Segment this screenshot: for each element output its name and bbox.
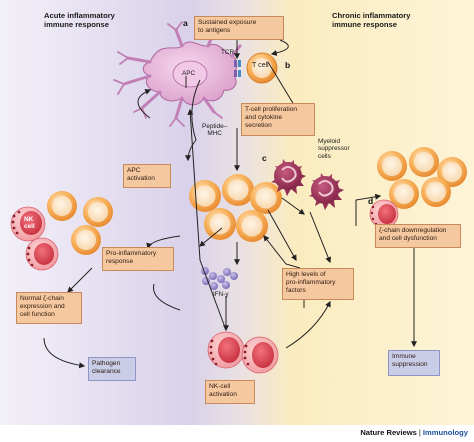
box-high-levels-factors: High levels of pro-inflammatory factors — [282, 268, 354, 300]
label-tcr: TCR — [221, 49, 235, 56]
box-t-cell-proliferation: T-cell proliferation and cytokine secret… — [241, 103, 315, 136]
box-pro-inflammatory-response: Pro-inflammatory response — [102, 247, 174, 271]
box-apc-activation: APC activation — [123, 164, 171, 188]
box-zeta-chain-downregulation: ζ-chain downregulation and cell dysfunct… — [375, 224, 461, 248]
t-cell-cluster-center — [189, 174, 282, 242]
panel-letter-b: b — [285, 60, 291, 70]
journal-name: Nature Reviews — [360, 428, 417, 437]
acute-response-header: Acute inflammatory immune response — [44, 11, 115, 29]
nk-cells-bottom — [207, 331, 279, 374]
box-pathogen-clearance: Pathogen clearance — [88, 357, 136, 381]
box-t-cell: T cell — [252, 62, 269, 69]
nk-cell-right — [369, 199, 399, 229]
journal-credit: Nature Reviews|Immunology — [360, 428, 468, 437]
label-ifn-gamma: IFN-γ — [213, 291, 229, 298]
journal-section: Immunology — [422, 428, 468, 437]
t-cell-top — [246, 52, 278, 84]
journal-separator: | — [418, 428, 421, 437]
label-apc: APC — [182, 70, 196, 77]
box-sustained-exposure: Sustained exposure to antigens — [194, 16, 284, 40]
footer-strip — [0, 425, 474, 442]
nk-cells-left — [10, 206, 59, 271]
apc-cell — [113, 21, 242, 127]
label-nk-cell: NK cell — [24, 216, 35, 231]
label-myeloid-suppressor-cells: Myeloid suppressor cells — [318, 138, 350, 160]
panel-letter-d: d — [368, 196, 374, 206]
panel-letter-a: a — [183, 18, 188, 28]
t-cell-cluster-left — [47, 191, 113, 255]
box-immune-suppression: Immune suppression — [388, 350, 440, 376]
panel-letter-c: c — [262, 153, 267, 163]
chronic-response-header: Chronic inflammatory immune response — [332, 11, 411, 29]
connector-arrows — [43, 39, 417, 369]
t-cell-cluster-right — [377, 147, 467, 209]
box-nk-cell-activation: NK-cell activation — [205, 380, 255, 404]
myeloid-suppressor-cells — [271, 159, 344, 210]
label-peptide-mhc: Peptide– MHC — [202, 123, 228, 138]
box-normal-zeta-chain: Normal ζ-chain expression and cell funct… — [16, 292, 82, 324]
